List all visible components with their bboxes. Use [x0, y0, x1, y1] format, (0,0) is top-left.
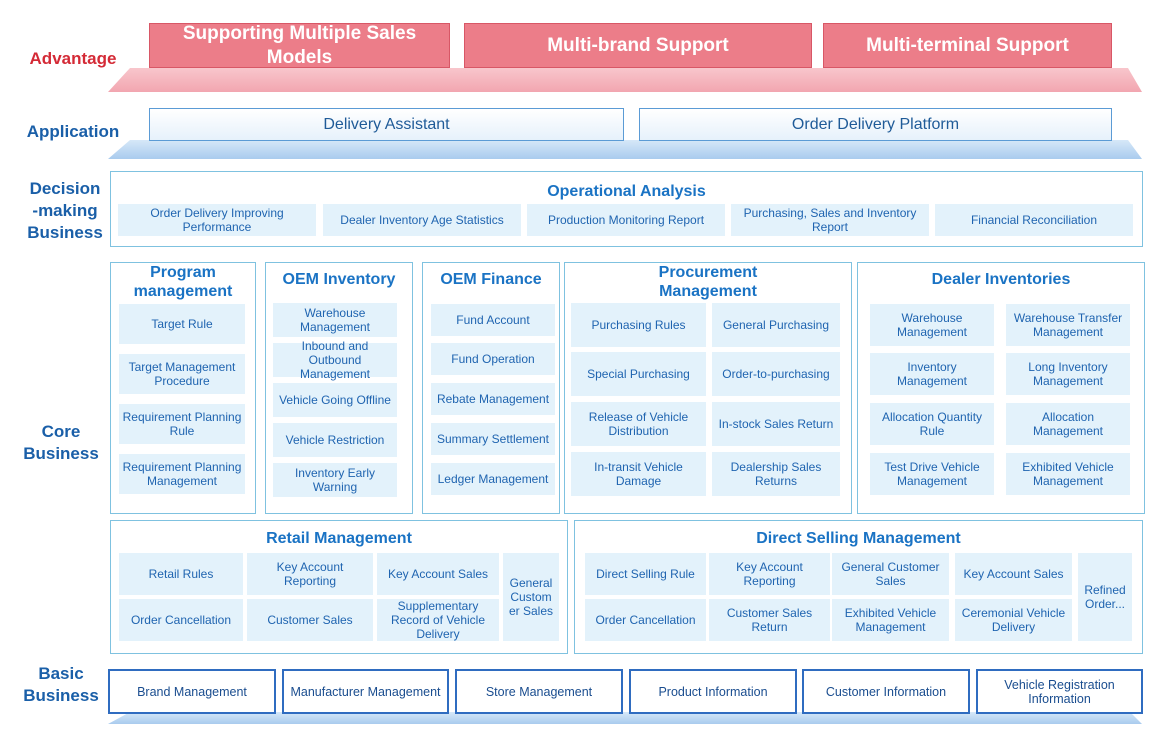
cell-dealer-inventory-age: Dealer Inventory Age Statistics	[323, 204, 521, 236]
cell-requirement-planning-management: Requirement Planning Management	[119, 454, 245, 494]
advantage-multi-terminal: Multi-terminal Support	[823, 23, 1112, 68]
app-order-delivery-platform: Order Delivery Platform	[639, 108, 1112, 141]
app-delivery-assistant: Delivery Assistant	[149, 108, 624, 141]
advantage-multi-brand: Multi-brand Support	[464, 23, 812, 68]
cell-vehicle-restriction: Vehicle Restriction	[273, 423, 397, 457]
panel-title-dealer-inventories: Dealer Inventories	[931, 271, 1071, 288]
cell-exhibited-vehicle: Exhibited Vehicle Management	[1006, 453, 1130, 495]
cell-general-purchasing: General Purchasing	[712, 303, 840, 347]
cell-direct-exhibited-vehicle: Exhibited Vehicle Management	[832, 599, 949, 641]
cell-target-rule: Target Rule	[119, 304, 245, 344]
basic-product-information: Product Information	[629, 669, 797, 714]
basic-base	[108, 712, 1142, 724]
cell-direct-key-account-reporting: Key Account Reporting	[709, 553, 830, 595]
cell-inbound-outbound: Inbound and Outbound Management	[273, 339, 397, 381]
cell-summary-settlement: Summary Settlement	[431, 423, 555, 455]
cell-special-purchasing: Special Purchasing	[571, 352, 706, 396]
cell-order-delivery-performance: Order Delivery Improving Performance	[118, 204, 316, 236]
cell-retail-order-cancellation: Order Cancellation	[119, 599, 243, 641]
panel-title-oem-inventory: OEM Inventory	[282, 271, 396, 288]
row-label-basic: Basic Business	[6, 663, 116, 707]
cell-retail-rules: Retail Rules	[119, 553, 243, 595]
row-label-decision-line1: Decision	[29, 179, 101, 198]
advantage-sales-models: Supporting Multiple Sales Models	[149, 23, 450, 68]
basic-manufacturer-management: Manufacturer Management	[282, 669, 449, 714]
cell-in-transit-vehicle-damage: In-transit Vehicle Damage	[571, 452, 706, 496]
cell-retail-customer-sales: Customer Sales	[247, 599, 373, 641]
cell-purchasing-sales-inventory: Purchasing, Sales and Inventory Report	[731, 204, 929, 236]
panel-oem-finance: OEM Finance Fund Account Fund Operation …	[422, 262, 560, 514]
basic-brand-management: Brand Management	[108, 669, 276, 714]
panel-title-procurement: Procurement Management	[565, 263, 851, 301]
cell-direct-customer-sales-return: Customer Sales Return	[709, 599, 830, 641]
panel-title-program-line1: Program	[150, 264, 216, 281]
basic-store-management: Store Management	[455, 669, 623, 714]
basic-customer-information: Customer Information	[802, 669, 970, 714]
panel-title-retail: Retail Management	[266, 530, 412, 547]
advantage-base	[108, 68, 1142, 92]
panel-procurement-management: Procurement Management Purchasing Rules …	[564, 262, 852, 514]
panel-title-procurement-line1: Procurement	[658, 264, 758, 281]
cell-vehicle-going-offline: Vehicle Going Offline	[273, 383, 397, 417]
row-label-decision-line2: -making	[32, 201, 98, 220]
row-label-core-line1: Core	[41, 422, 81, 441]
panel-title-oem-finance: OEM Finance	[440, 271, 542, 288]
panel-title-program: Program management	[111, 263, 255, 301]
panel-title-operational-analysis: Operational Analysis	[547, 183, 706, 200]
cell-fund-account: Fund Account	[431, 304, 555, 336]
cell-order-to-purchasing: Order-to-purchasing	[712, 352, 840, 396]
panel-title-direct-selling: Direct Selling Management	[756, 530, 961, 547]
cell-dealership-sales-returns: Dealership Sales Returns	[712, 452, 840, 496]
cell-long-inventory: Long Inventory Management	[1006, 353, 1130, 395]
basic-vehicle-registration: Vehicle Registration Information	[976, 669, 1143, 714]
cell-general-customer-sales: General Custom er Sales	[503, 553, 559, 641]
cell-supplementary-record: Supplementary Record of Vehicle Delivery	[377, 599, 499, 641]
application-base	[108, 140, 1142, 159]
panel-title-program-line2: management	[133, 283, 233, 300]
cell-rebate-management: Rebate Management	[431, 383, 555, 415]
cell-retail-key-account-sales: Key Account Sales	[377, 553, 499, 595]
panel-title-procurement-line2: Management	[659, 283, 757, 300]
cell-fund-operation: Fund Operation	[431, 343, 555, 375]
cell-ledger-management: Ledger Management	[431, 463, 555, 495]
panel-operational-analysis: Operational Analysis Order Delivery Impr…	[110, 171, 1143, 247]
row-label-advantage: Advantage	[29, 49, 117, 68]
panel-oem-inventory: OEM Inventory Warehouse Management Inbou…	[265, 262, 413, 514]
row-label-basic-line1: Basic	[38, 664, 84, 683]
cell-warehouse-transfer: Warehouse Transfer Management	[1006, 304, 1130, 346]
cell-requirement-planning-rule: Requirement Planning Rule	[119, 404, 245, 444]
panel-retail-management: Retail Management Retail Rules Key Accou…	[110, 520, 568, 654]
row-label-decision-line3: Business	[27, 223, 103, 242]
panel-program-management: Program management Target Rule Target Ma…	[110, 262, 256, 514]
cell-in-stock-sales-return: In-stock Sales Return	[712, 402, 840, 446]
row-label-basic-line2: Business	[23, 686, 99, 705]
cell-release-vehicle-distribution: Release of Vehicle Distribution	[571, 402, 706, 446]
cell-dealer-warehouse-management: Warehouse Management	[870, 304, 994, 346]
cell-direct-selling-rule: Direct Selling Rule	[585, 553, 706, 595]
row-label-application: Application	[26, 122, 120, 141]
cell-ceremonial-vehicle-delivery: Ceremonial Vehicle Delivery	[955, 599, 1072, 641]
cell-allocation-quantity-rule: Allocation Quantity Rule	[870, 403, 994, 445]
row-label-decision: Decision -making Business	[10, 178, 120, 244]
row-label-core-line2: Business	[23, 444, 99, 463]
cell-inventory-early-warning: Inventory Early Warning	[273, 463, 397, 497]
cell-financial-reconciliation: Financial Reconciliation	[935, 204, 1133, 236]
cell-refined-order: Refined Order...	[1078, 553, 1132, 641]
cell-retail-key-account-reporting: Key Account Reporting	[247, 553, 373, 595]
cell-oem-warehouse-management: Warehouse Management	[273, 303, 397, 337]
cell-allocation-management: Allocation Management	[1006, 403, 1130, 445]
cell-production-monitoring: Production Monitoring Report	[527, 204, 725, 236]
cell-direct-general-customer-sales: General Customer Sales	[832, 553, 949, 595]
panel-direct-selling-management: Direct Selling Management Direct Selling…	[574, 520, 1143, 654]
cell-inventory-management: Inventory Management	[870, 353, 994, 395]
row-label-core: Core Business	[6, 421, 116, 465]
cell-purchasing-rules: Purchasing Rules	[571, 303, 706, 347]
cell-direct-order-cancellation: Order Cancellation	[585, 599, 706, 641]
cell-target-management-procedure: Target Management Procedure	[119, 354, 245, 394]
cell-direct-key-account-sales: Key Account Sales	[955, 553, 1072, 595]
cell-test-drive-vehicle: Test Drive Vehicle Management	[870, 453, 994, 495]
panel-dealer-inventories: Dealer Inventories Warehouse Management …	[857, 262, 1145, 514]
